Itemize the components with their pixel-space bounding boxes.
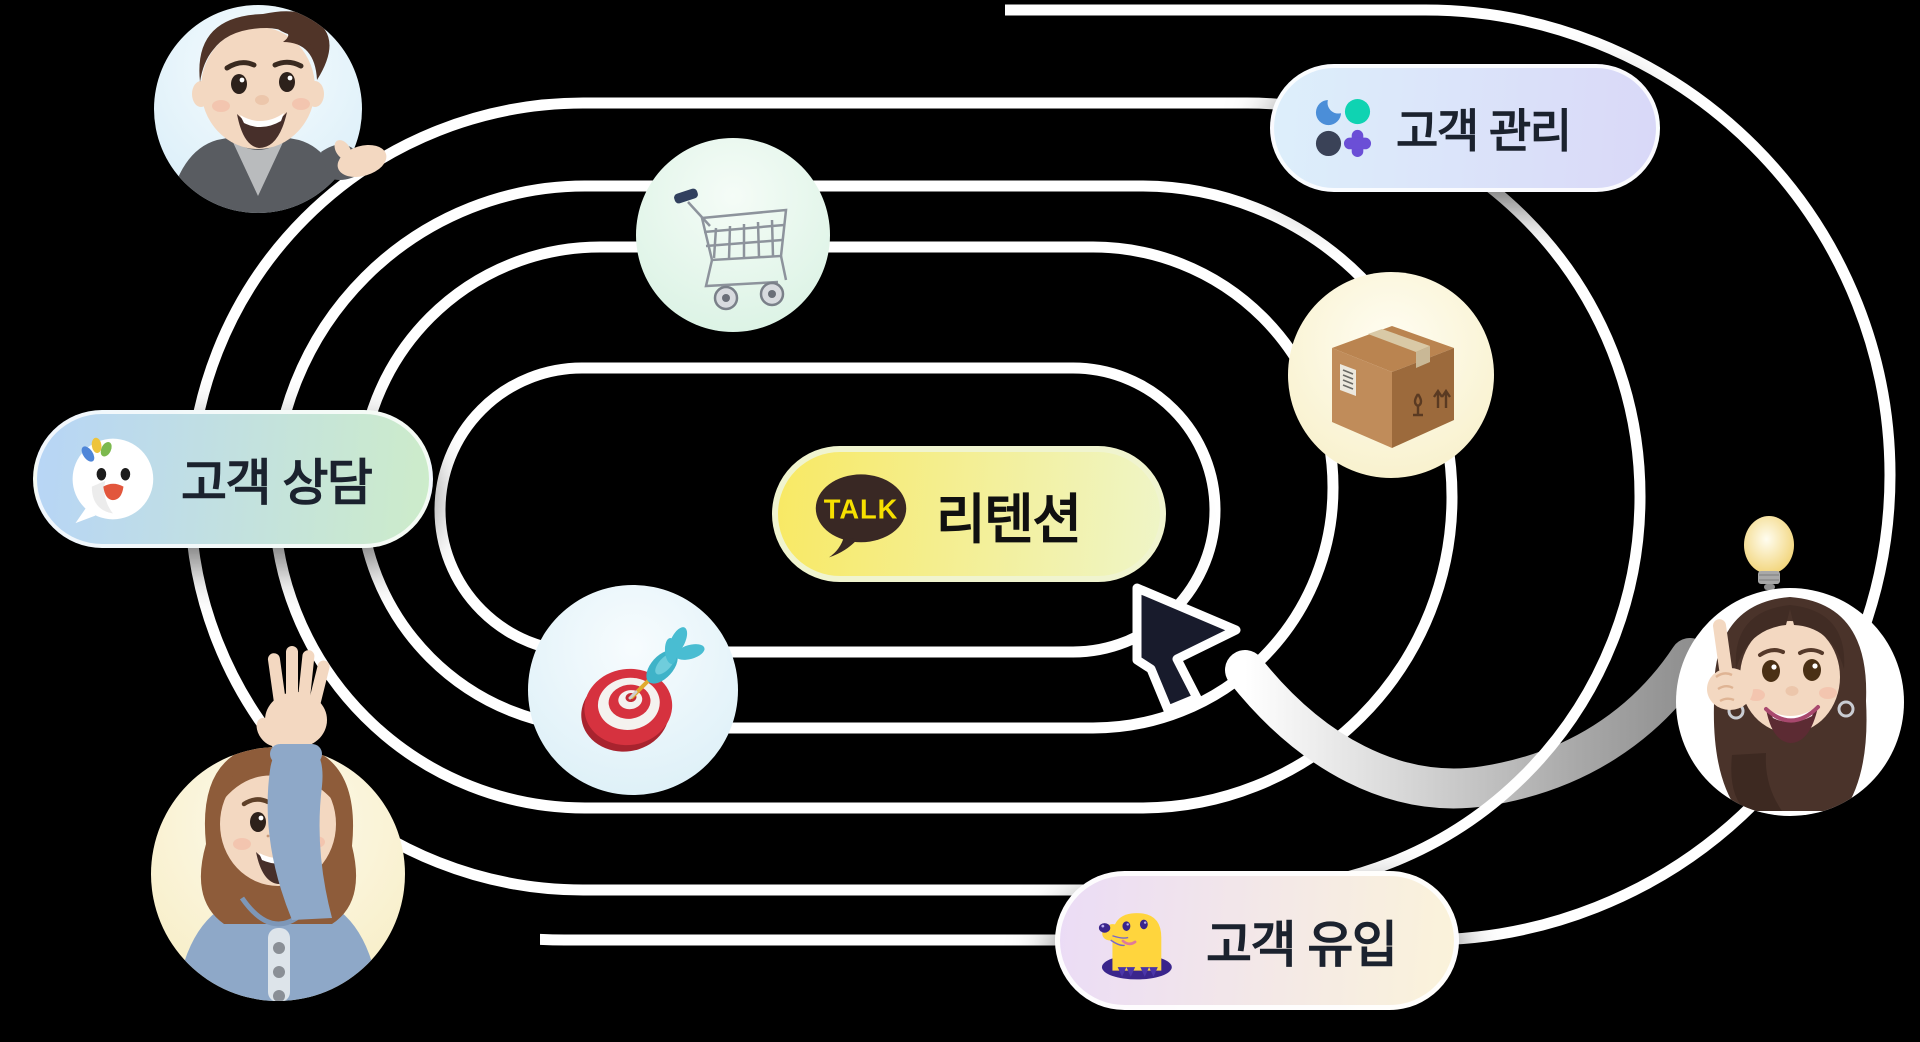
waving-hand (256, 646, 332, 920)
track-loop-1 (434, 362, 1221, 658)
package-box-node (1288, 272, 1494, 478)
customer-inflow-label: 고객 유입 (1206, 916, 1398, 973)
kakaotalk-logo: TALK (812, 470, 910, 558)
pointing-hand (1707, 619, 1753, 710)
lightbulb-emoji (1744, 516, 1794, 590)
customer-consultation-pill[interactable]: 고객 상담 (33, 410, 433, 548)
girl-waving-memoji (140, 598, 420, 1002)
package-box-emoji (1288, 272, 1494, 478)
customer-inflow-pill[interactable]: 고객 유입 (1055, 871, 1459, 1010)
cart-handle-grip (674, 188, 698, 204)
man-presenting-memoji (145, 0, 395, 228)
smile (237, 112, 287, 148)
chat-bird-icon (63, 431, 159, 527)
shopping-cart-node (636, 138, 830, 332)
smile (1766, 707, 1818, 743)
target-dart-emoji (528, 585, 738, 795)
mole-emoji (1088, 896, 1184, 986)
retention-pill[interactable]: TALK 리텐션 (772, 446, 1166, 582)
customer-management-label: 고객 관리 (1396, 105, 1572, 157)
shopping-cart-emoji (636, 138, 830, 332)
target-node (528, 585, 738, 795)
cursor-arrow (1132, 583, 1241, 715)
customer-management-pill[interactable]: 고객 관리 (1270, 64, 1660, 192)
presenting-hand (334, 140, 387, 177)
woman-idea-memoji (1672, 505, 1912, 817)
kakao-talk-text: TALK (824, 494, 899, 525)
face (201, 27, 315, 149)
customer-shapes-icon (1314, 99, 1372, 157)
customer-consultation-label: 고객 상담 (181, 455, 373, 511)
retention-label: 리텐션 (936, 489, 1082, 550)
